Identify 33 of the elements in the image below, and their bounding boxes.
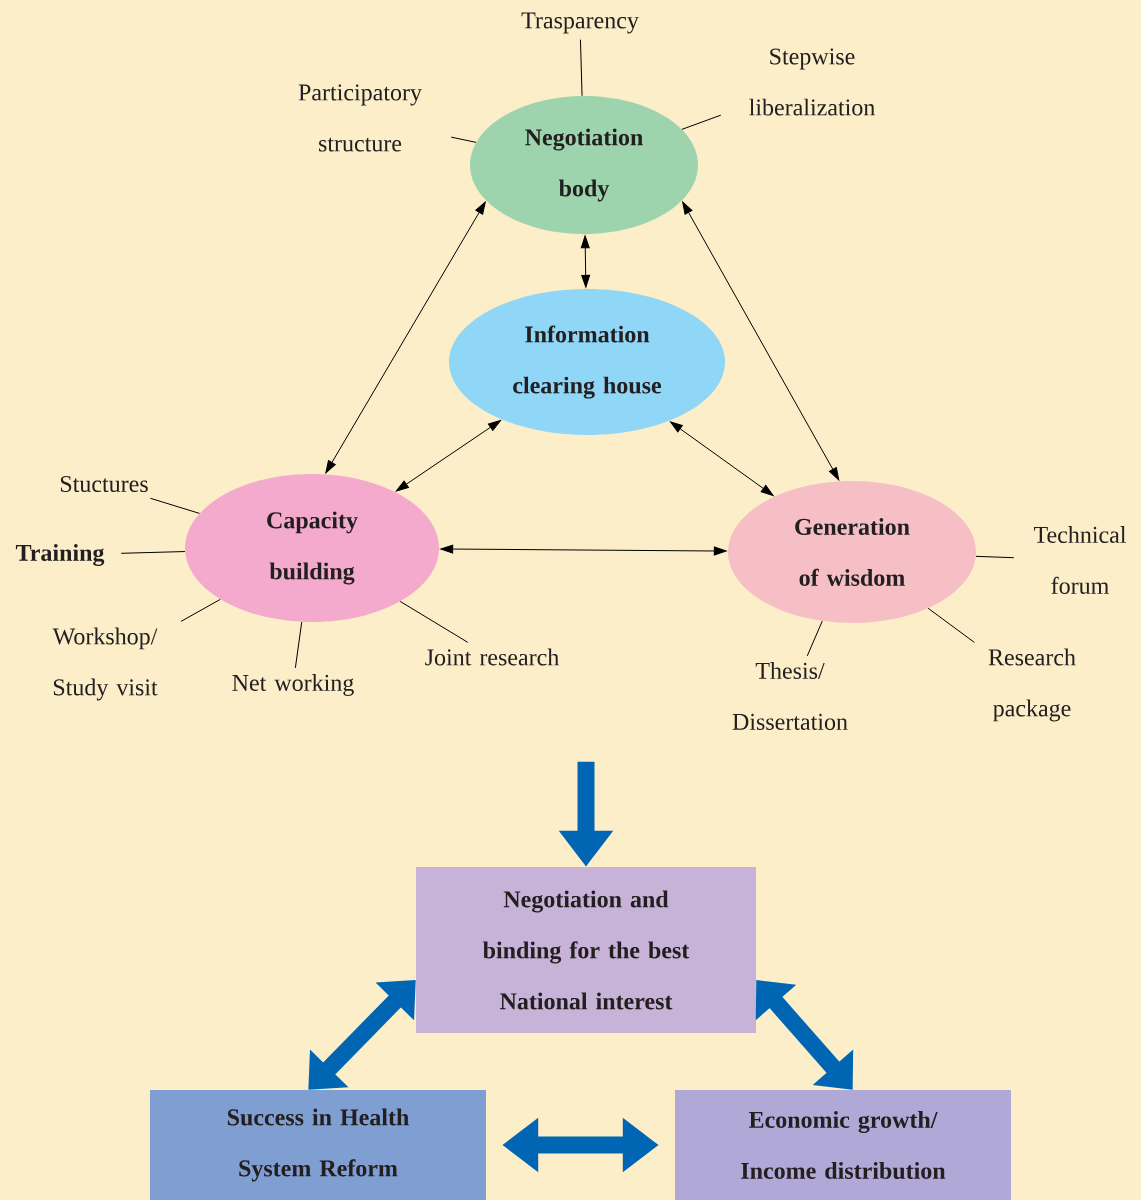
spoke-label: Net working — [232, 674, 354, 696]
leader-line — [450, 136, 477, 143]
leader-line — [149, 497, 200, 514]
big-arrow — [308, 980, 416, 1090]
big-arrow — [755, 980, 854, 1090]
spoke-label: Thesis/ Dissertation — [732, 662, 848, 730]
spoke-label: Workshop/ Study visit — [52, 627, 158, 701]
arrow — [580, 235, 591, 288]
leader-line — [681, 114, 722, 130]
leader-line — [180, 598, 221, 622]
arrow — [395, 420, 501, 492]
arrow — [440, 544, 727, 556]
arrow — [325, 201, 486, 474]
arrow — [669, 421, 774, 496]
spoke-label: Research package — [988, 648, 1076, 722]
leader-line — [806, 620, 823, 657]
spoke-label: Stepwise liberalization — [749, 48, 875, 116]
spoke-label: Trasparency — [521, 12, 639, 34]
process-box: Success in Health System Reform — [150, 1090, 486, 1200]
spoke-label: Training — [15, 544, 105, 566]
leader-line — [975, 555, 1015, 559]
process-box: Negotiation and binding for the best National interest — [416, 867, 756, 1033]
leader-line — [579, 39, 583, 97]
leader-line — [294, 621, 303, 669]
spoke-label: Participatory structure — [298, 84, 422, 152]
leader-line — [927, 607, 975, 643]
spoke-label: Technical forum — [1033, 526, 1126, 594]
spoke-label: Stuctures — [60, 475, 148, 493]
leader-line — [120, 551, 186, 554]
arrow — [682, 201, 840, 481]
spoke-label: Joint research — [425, 648, 559, 666]
leader-line — [399, 600, 469, 643]
process-box: Economic growth/ Income distribution — [675, 1090, 1011, 1200]
